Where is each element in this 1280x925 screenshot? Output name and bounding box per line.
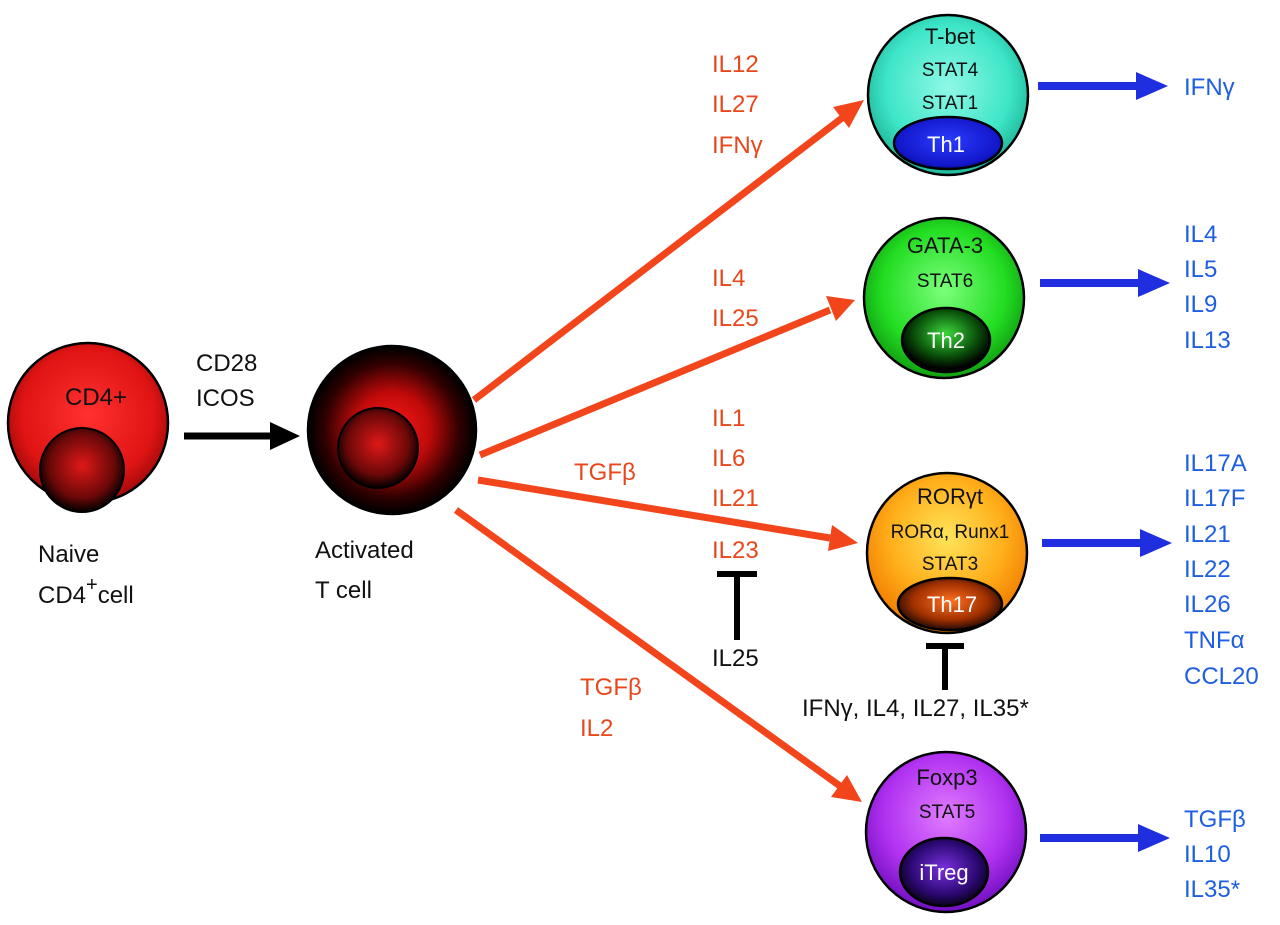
th17-product-3: IL21 [1184, 521, 1231, 548]
th1-cell: T-bet STAT4 STAT1 Th1 [866, 13, 1030, 177]
th17-cell: RORγt RORα, Runx1 STAT3 Th17 [865, 471, 1029, 635]
itreg-cell: Foxp3 STAT5 iTreg [864, 750, 1028, 914]
itreg-product-1: TGFβ [1184, 806, 1246, 833]
th1-product-1: IFNγ [1184, 74, 1235, 101]
th1-output-arrow [1038, 72, 1168, 100]
th2-inducer-1: IL4 [712, 265, 745, 292]
th2-product-3: IL9 [1184, 291, 1217, 318]
th1-inducer-2: IL27 [712, 91, 759, 118]
th2-inducer-2: IL25 [712, 305, 759, 332]
naive-caption-sup: + [86, 574, 98, 596]
th2-product-4: IL13 [1184, 327, 1231, 354]
th17-inducer-1: IL1 [712, 405, 745, 432]
th17-product-5: IL26 [1184, 591, 1231, 618]
th1-factor-1: T-bet [925, 24, 975, 49]
th17-output-arrow [1042, 529, 1172, 557]
naive-cd4-cell: CD4+ [6, 341, 170, 513]
th2-product-2: IL5 [1184, 256, 1217, 283]
arrow-to-th2 [478, 296, 855, 459]
arrow-to-itreg [453, 507, 862, 802]
th17-product-6: TNFα [1184, 627, 1245, 654]
th2-nucleus-label: Th2 [927, 328, 965, 353]
activated-caption-line1: Activated [315, 537, 414, 564]
th17-inducer-2: IL6 [712, 445, 745, 472]
th17-inhibitors: IFNγ, IL4, IL27, IL35* [802, 695, 1029, 722]
th2-factor-1: GATA-3 [907, 233, 983, 258]
th17-nucleus-label: Th17 [927, 592, 977, 617]
th2-product-1: IL4 [1184, 221, 1217, 248]
th17-product-1: IL17A [1184, 450, 1247, 477]
activated-caption-line2: T cell [315, 577, 372, 604]
th1-factor-2: STAT4 [922, 60, 979, 81]
costim-cd28: CD28 [196, 350, 257, 377]
arrow-to-th17 [477, 476, 858, 551]
itreg-output-arrow [1040, 824, 1170, 852]
naive-caption-cd4: CD4 [38, 582, 86, 609]
th17-inhibition-bar [926, 643, 964, 690]
th17-inducer-tgfb: TGFβ [574, 459, 636, 486]
naive-caption-line1: Naive [38, 541, 99, 568]
itreg-factor-2: STAT5 [919, 802, 975, 823]
itreg-product-3: IL35* [1184, 876, 1240, 903]
th17-inducer-4: IL23 [712, 537, 759, 564]
th17-factor-1: RORγt [917, 484, 983, 509]
th17-factor-2: RORα, Runx1 [891, 522, 1010, 543]
th1-inducer-1: IL12 [712, 51, 759, 78]
naive-caption-cell: cell [98, 582, 134, 609]
naive-cell-label: CD4+ [65, 384, 127, 411]
th2-cell: GATA-3 STAT6 Th2 [862, 216, 1026, 380]
naive-caption-line2: CD4+cell [38, 574, 134, 609]
th17-product-4: IL22 [1184, 556, 1231, 583]
th1-inducer-3: IFNγ [712, 132, 763, 159]
th17-factor-3: STAT3 [922, 554, 978, 575]
itreg-factor-1: Foxp3 [916, 765, 977, 790]
itreg-nucleus-label: iTreg [919, 860, 968, 885]
th17-inducer-3: IL21 [712, 485, 759, 512]
th2-output-arrow [1040, 269, 1170, 297]
th17-product-7: CCL20 [1184, 663, 1259, 690]
th2-factor-2: STAT6 [917, 271, 973, 292]
costim-icos: ICOS [196, 385, 255, 412]
th1-nucleus-label: Th1 [927, 132, 965, 157]
itreg-product-2: IL10 [1184, 841, 1231, 868]
il25-inhibition-bar [717, 571, 757, 640]
th17-product-2: IL17F [1184, 485, 1245, 512]
th1-factor-3: STAT1 [922, 93, 978, 114]
activated-t-cell [306, 344, 478, 516]
itreg-inducer-1: TGFβ [580, 674, 642, 701]
th17-il23-inhibitor: IL25 [712, 645, 759, 672]
costim-arrow [184, 422, 300, 450]
arrow-to-th1 [471, 100, 864, 403]
itreg-inducer-2: IL2 [580, 715, 613, 742]
